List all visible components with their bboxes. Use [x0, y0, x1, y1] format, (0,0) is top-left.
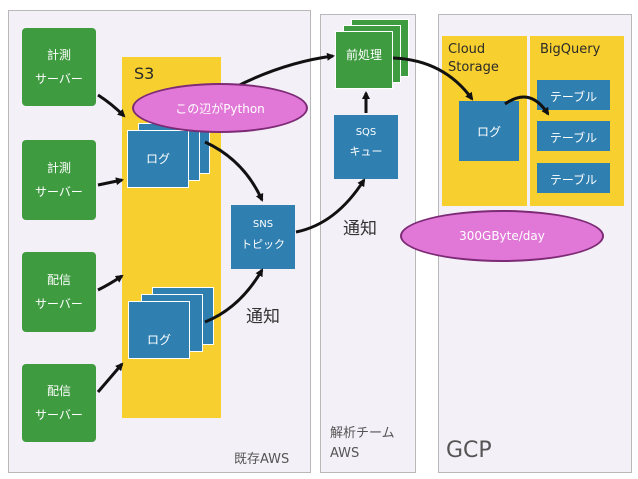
sns-topic-line1: SNS [252, 219, 274, 230]
bigquery-table-3 [537, 163, 610, 193]
arrow-sns-to-sqs [295, 178, 366, 234]
sns-topic-line2: トピック [241, 238, 285, 251]
arrow-cloud-storage-to-bigquery [504, 95, 550, 116]
gcp-label: GCP [446, 438, 492, 463]
delivery-server-2: 配信 サーバー [22, 364, 96, 442]
server-3-line1: 配信 [46, 273, 71, 287]
sqs-queue [334, 115, 398, 179]
bigquery-table-1-label: テーブル [549, 90, 598, 104]
arrow-server4-to-s3 [96, 362, 124, 393]
measurement-server-1: 計測 サーバー [22, 28, 96, 106]
s3-log-bottom-label: ログ [146, 333, 171, 347]
server-3-line2: サーバー [35, 297, 83, 311]
arrow-server3-to-s3 [97, 274, 124, 292]
server-1-line1: 計測 [46, 48, 71, 62]
cloud-storage-line2: Storage [448, 60, 499, 75]
s3-log-top [127, 130, 189, 188]
bigquery-table-1 [537, 80, 610, 110]
sns-topic [231, 205, 295, 269]
arrow-server2-to-s3 [97, 177, 124, 187]
bigquery-label: BigQuery [540, 42, 601, 57]
python-callout: この辺がPython [132, 83, 308, 133]
measurement-server-2: 計測 サーバー [22, 140, 96, 220]
sqs-queue-line1: SQS [355, 127, 377, 138]
cloud-storage-log-label: ログ [476, 125, 501, 139]
server-2-line2: サーバー [35, 185, 83, 199]
preprocess-box [335, 31, 393, 89]
server-4-line2: サーバー [35, 408, 83, 422]
preprocess-label: 前処理 [345, 48, 382, 62]
bigquery-table-3-label: テーブル [549, 173, 598, 187]
arrow-s3-to-sns [204, 140, 264, 202]
server-4-line1: 配信 [46, 384, 71, 398]
analysis-aws-label-line2: AWS [330, 446, 360, 461]
sns-notify-label: 通知 [246, 307, 280, 327]
server-1-line2: サーバー [35, 72, 83, 86]
s3-log-bottom [128, 301, 190, 359]
arrow-preprocess-to-cloud-storage [392, 56, 474, 101]
analysis-aws-region [320, 14, 416, 473]
server-2-line1: 計測 [46, 161, 71, 175]
delivery-server-1: 配信 サーバー [22, 252, 96, 332]
cloud-storage-log [459, 101, 519, 161]
bigquery-table-2 [537, 121, 610, 151]
bigquery-table-2-label: テーブル [549, 131, 598, 145]
sqs-queue-line2: キュー [349, 145, 383, 158]
arrow-server1-to-s3 [97, 93, 126, 118]
existing-aws-label: 既存AWS [234, 452, 290, 467]
s3-label: S3 [134, 64, 155, 83]
s3-log-top-label: ログ [145, 152, 170, 166]
analysis-aws-label-line1: 解析チーム [330, 426, 395, 441]
volume-callout: 300GByte/day [400, 210, 604, 262]
cloud-storage-line1: Cloud [448, 42, 486, 57]
arrow-s3log-to-sns [204, 268, 264, 324]
sqs-notify-label: 通知 [343, 219, 377, 239]
